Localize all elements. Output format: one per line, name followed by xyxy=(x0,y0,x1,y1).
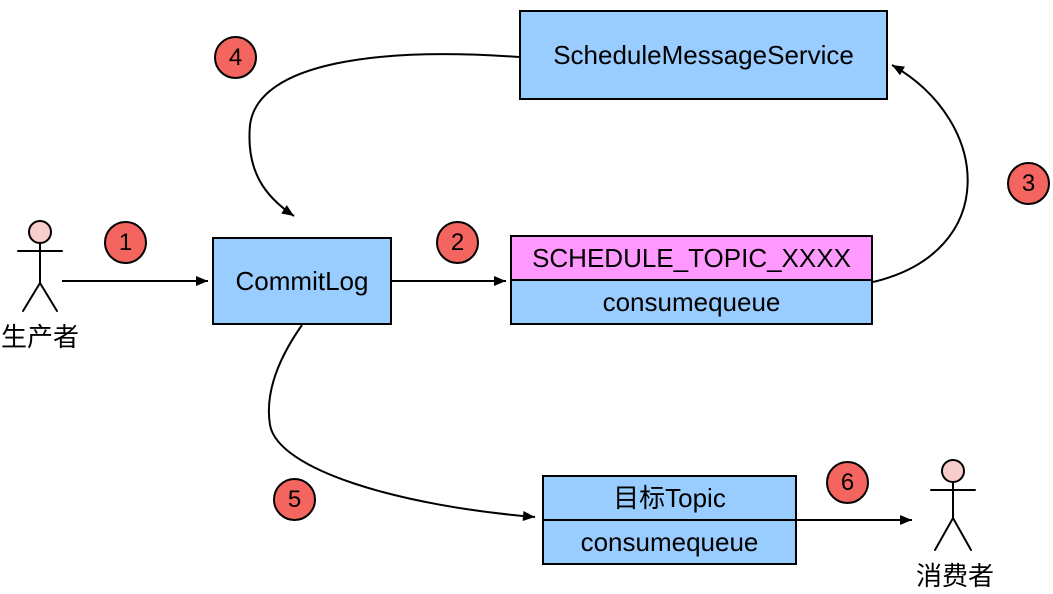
node-schedule-topic: SCHEDULE_TOPIC_XXXX consumequeue xyxy=(510,235,873,325)
step-badge-4: 4 xyxy=(214,36,257,79)
consumer-legs xyxy=(934,515,972,551)
step-badge-3: 3 xyxy=(1007,162,1050,205)
node-commitlog: CommitLog xyxy=(212,237,392,325)
target-topic-label: 目标Topic xyxy=(613,483,726,513)
arrow-step-4 xyxy=(248,53,520,217)
producer-legs xyxy=(22,281,58,312)
target-consumequeue-label: consumequeue xyxy=(580,527,759,557)
node-schedule-message-service-label: ScheduleMessageService xyxy=(553,40,854,70)
node-schedule-message-service: ScheduleMessageService xyxy=(519,10,888,100)
node-target-topic: 目标Topic consumequeue xyxy=(542,475,797,565)
schedule-consumequeue-label: consumequeue xyxy=(602,287,781,317)
schedule-topic-row: SCHEDULE_TOPIC_XXXX xyxy=(512,237,871,281)
arrow-step-5 xyxy=(267,324,536,522)
producer-figure-icon xyxy=(17,220,63,312)
node-commitlog-label: CommitLog xyxy=(235,266,369,296)
step-badge-1: 1 xyxy=(104,221,147,264)
producer-head xyxy=(28,220,52,244)
step-badge-2: 2 xyxy=(436,221,479,264)
consumer-figure-icon xyxy=(930,459,976,551)
target-consumequeue-row: consumequeue xyxy=(544,521,795,563)
step-badge-5: 5 xyxy=(273,478,316,521)
step-badge-6: 6 xyxy=(826,461,869,504)
target-topic-row: 目标Topic xyxy=(544,477,795,521)
consumer-label: 消费者 xyxy=(915,561,994,591)
schedule-consumequeue-row: consumequeue xyxy=(512,281,871,323)
producer-label: 生产者 xyxy=(0,322,79,352)
schedule-topic-label: SCHEDULE_TOPIC_XXXX xyxy=(532,243,851,273)
arrow-step-3 xyxy=(872,64,969,283)
consumer-head xyxy=(941,459,965,483)
